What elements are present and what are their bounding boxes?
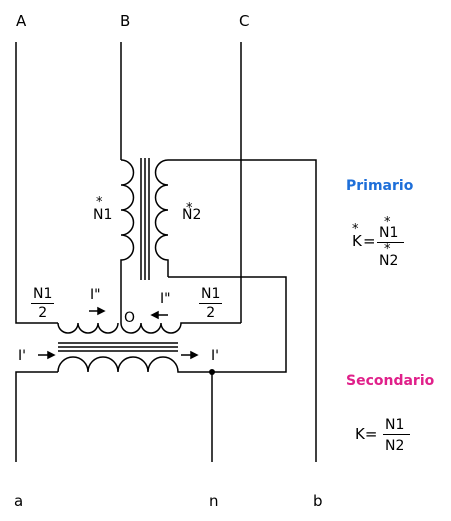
current-label-i-double-left: I"	[90, 287, 101, 303]
terminal-label-b-lower: b	[313, 492, 323, 510]
wire-a-top	[15, 42, 58, 324]
primario-equals: =	[363, 232, 376, 250]
primario-fraction-bar	[377, 242, 404, 243]
primario-formula: * K = * N1 * N2	[352, 216, 412, 270]
winding-label-n1: N1	[93, 207, 113, 223]
winding-label-n2: N2	[182, 207, 202, 223]
fraction-bar	[31, 303, 55, 304]
primario-denominator: N2	[379, 253, 399, 269]
secondario-numerator: N1	[385, 417, 405, 433]
fraction-den: 2	[206, 305, 216, 321]
secondario-title: Secondario	[346, 373, 435, 389]
secondario-denominator: N2	[385, 438, 405, 454]
arrowhead-i-double-right	[150, 310, 159, 320]
wire-a-bottom	[15, 371, 58, 462]
fraction-n1-half-left: N1 2	[31, 286, 55, 321]
n2-star-marker: *	[186, 201, 193, 216]
arrowhead-i-prime-right	[190, 350, 199, 360]
primario-numerator: N1	[379, 225, 399, 241]
terminal-label-n-lower: n	[209, 492, 219, 510]
num-star-marker: *	[384, 215, 391, 230]
wire-n2-to-secondary	[168, 276, 287, 373]
terminal-label-b-upper: B	[120, 12, 131, 30]
fraction-num: N1	[201, 286, 221, 302]
arrowhead-i-prime-left	[47, 350, 56, 360]
terminal-label-a-upper: A	[16, 12, 27, 30]
den-star-marker: *	[384, 242, 391, 257]
secondario-formula: K= N1 N2	[355, 415, 415, 459]
primario-title: Primario	[346, 178, 414, 194]
current-label-i-prime-right: I'	[211, 348, 219, 364]
terminal-label-c-upper: C	[239, 12, 250, 30]
coil-secondary	[57, 356, 212, 373]
junction-dot	[209, 369, 215, 375]
arrowhead-i-double-left	[97, 306, 106, 316]
fraction-n1-half-right: N1 2	[199, 286, 223, 321]
secondario-k: K=	[355, 425, 378, 443]
coil-left-half	[57, 322, 119, 334]
wire-n2-to-b	[168, 159, 317, 462]
fraction-bar	[199, 303, 223, 304]
k-star-marker: *	[352, 222, 359, 237]
secondario-fraction-bar	[383, 434, 410, 435]
coil-n1-vertical	[120, 159, 135, 323]
terminal-label-a-lower: a	[14, 492, 24, 510]
current-label-i-double-right: I"	[160, 291, 171, 307]
fraction-den: 2	[38, 305, 48, 321]
current-label-i-prime-left: I'	[18, 348, 26, 364]
node-label-o: O	[124, 310, 136, 326]
coil-right-half	[120, 322, 241, 334]
coil-n2-vertical	[154, 159, 169, 277]
primario-k: K	[352, 232, 362, 250]
n1-star-marker: *	[96, 195, 103, 210]
fraction-num: N1	[33, 286, 53, 302]
